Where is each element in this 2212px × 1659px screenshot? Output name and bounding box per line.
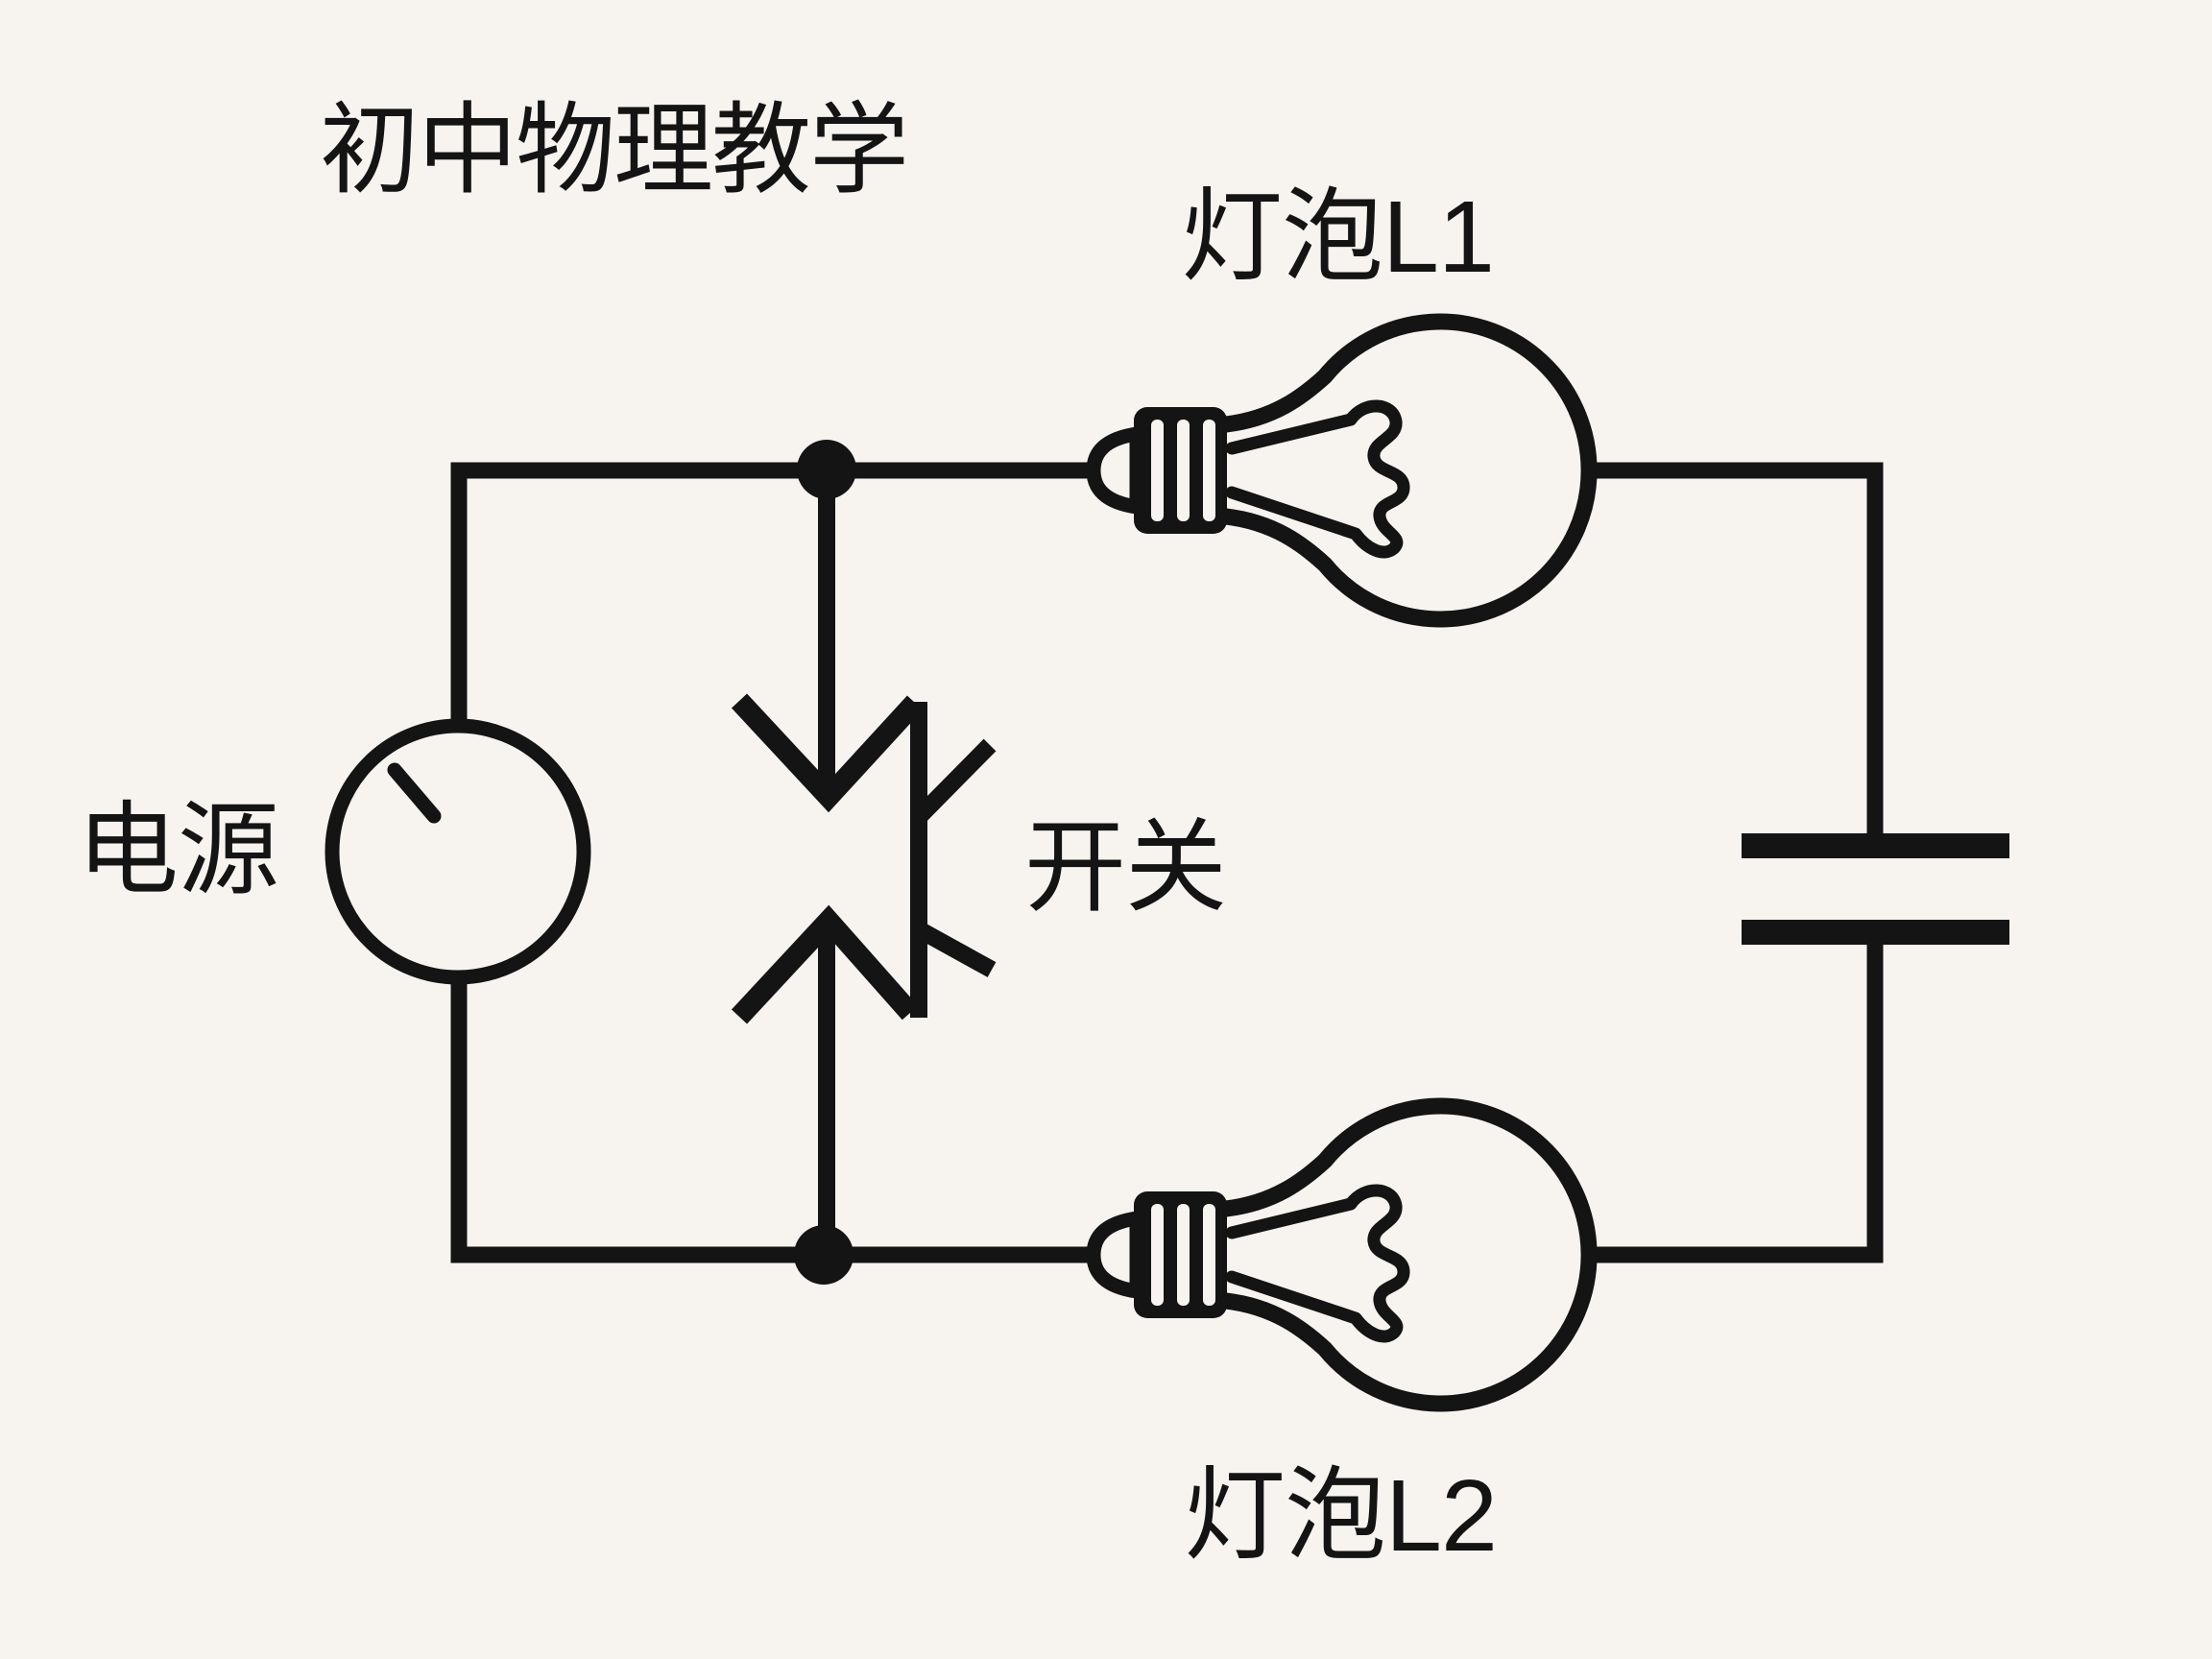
switch-icon [731,485,997,1238]
bulb-base-slot [1177,420,1190,521]
switch-blade-lower-diagonal [914,922,997,977]
switch-top-arrowhead [731,693,924,813]
capacitor-icon [1742,833,2009,945]
bulb1-icon [1086,313,1598,628]
bulb-base-slot [1203,420,1215,521]
switch-bottom-arrowhead [731,904,919,1024]
power-source-label: 电源 [77,794,278,907]
junction-dot-bottom [794,1225,854,1285]
switch-label: 开关 [1024,811,1226,925]
power-source-icon [325,718,591,985]
bulb-filament [1225,399,1410,559]
bulb2-label: 灯泡L2 [1184,1459,1497,1573]
wire-bottom-right [1583,945,1884,1263]
bulb-glass [1224,313,1598,628]
page-title: 初中物理教学 [320,95,907,206]
bulb1-label: 灯泡L1 [1181,180,1494,294]
bulb2-icon [1094,1106,1589,1404]
bulb-base-slot [1151,420,1164,521]
power-source-circle [325,718,591,985]
wire-bottom-left [450,981,1102,1263]
bulb-base-cap [1086,425,1144,516]
power-source-tick [387,762,442,824]
switch-blade-upper-diagonal [912,738,997,824]
wire-top-left [450,462,1104,722]
circuit-wires [450,462,1884,1263]
junction-dot-top [797,440,856,499]
wire-top-right [1583,462,1884,834]
